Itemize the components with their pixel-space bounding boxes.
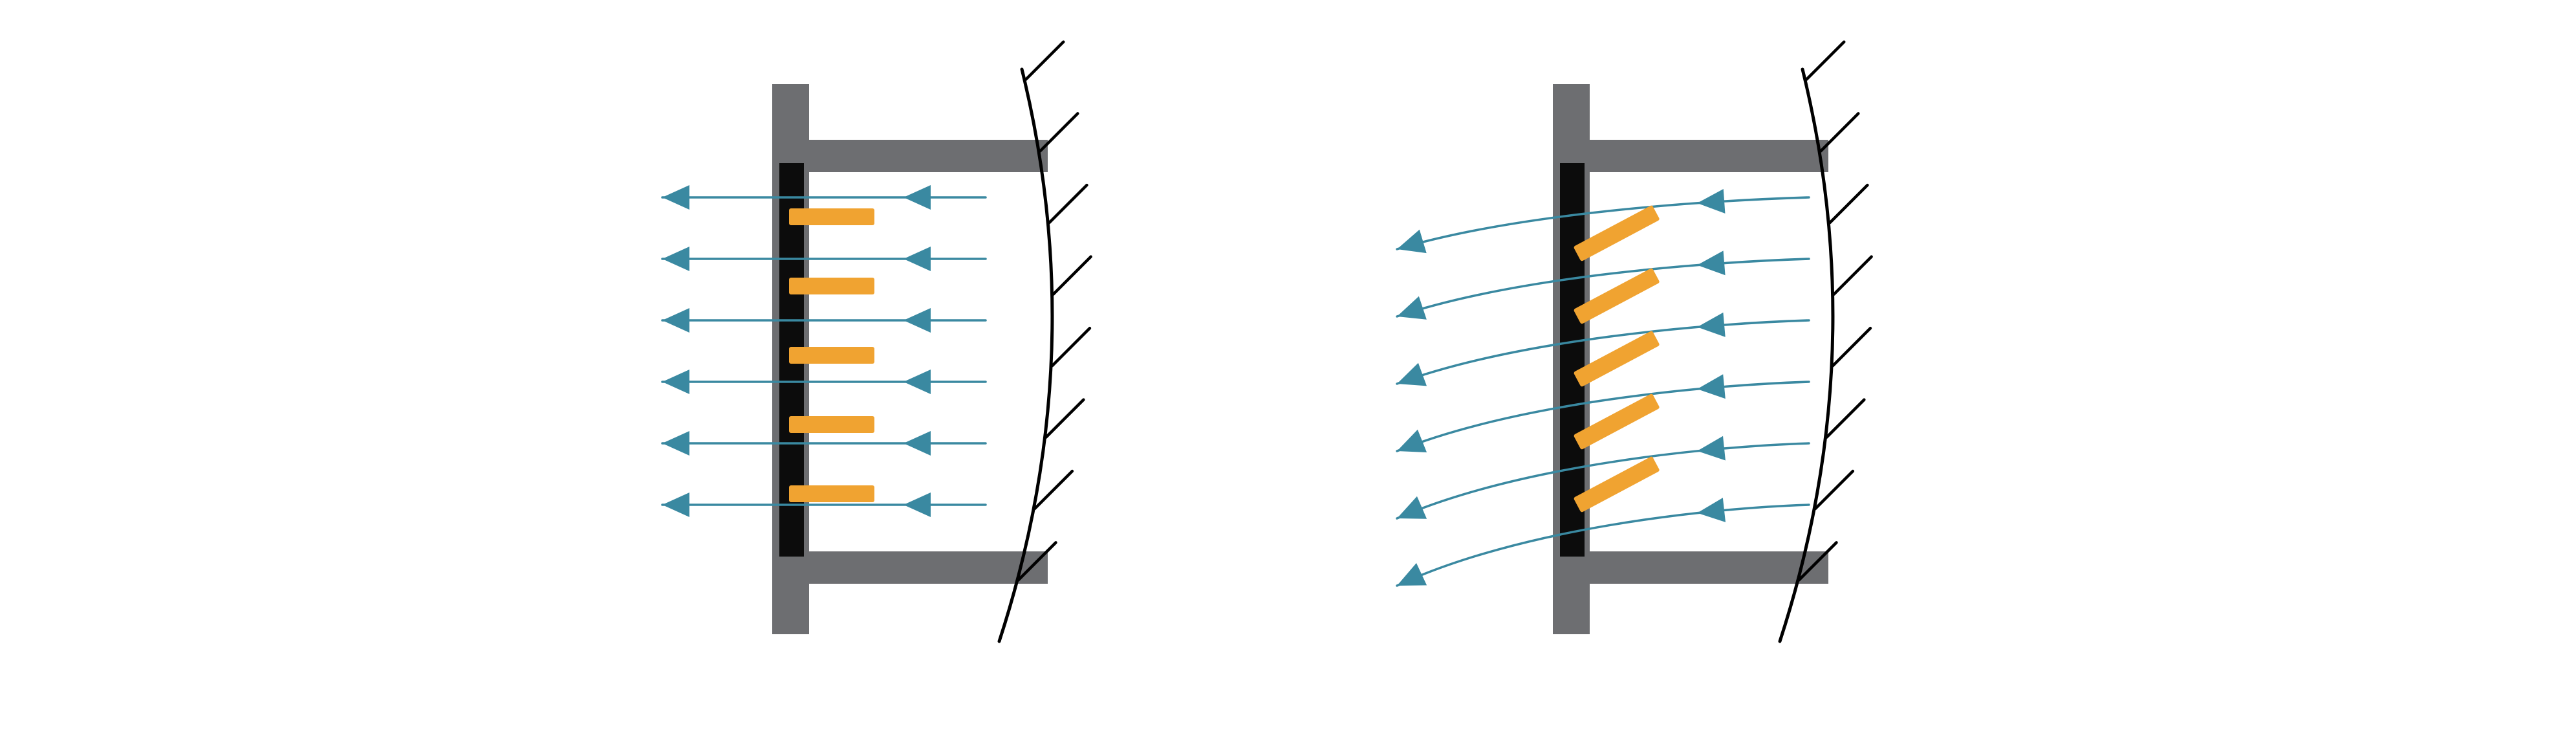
flow-arrowhead (1697, 436, 1726, 461)
flow-line (1396, 503, 1810, 587)
vane (789, 208, 874, 225)
wall-hatch (1048, 183, 1088, 225)
frame-bottom-flange (772, 551, 1048, 584)
flow-arrowhead (1397, 296, 1427, 320)
flow-line (1396, 258, 1810, 318)
flow-arrowhead (1397, 562, 1427, 586)
flow-arrowhead (662, 308, 689, 333)
wall-hatch (1017, 541, 1057, 582)
flow-line (1396, 381, 1810, 452)
flow-arrowhead (904, 370, 931, 394)
vane (1574, 456, 1660, 513)
vane (1574, 393, 1660, 450)
wall-hatch (1832, 255, 1873, 296)
wall-hatch (1819, 112, 1860, 153)
flow-arrowhead (1397, 229, 1427, 254)
wall-hatch (1033, 469, 1074, 511)
flow-arrowhead (1697, 312, 1726, 337)
flow-arrowhead (662, 431, 689, 456)
vane (1574, 205, 1660, 261)
wall-hatch (1805, 40, 1846, 81)
frame-top-flange (1553, 140, 1828, 172)
vane (1574, 268, 1660, 324)
tilted-vane-panel (1396, 40, 1873, 643)
flow-arrowhead (904, 247, 931, 271)
wall-hatch (1039, 112, 1079, 153)
wall-hatch (1044, 398, 1085, 439)
flow-arrowhead (662, 492, 689, 517)
straight-vane-panel (661, 40, 1092, 643)
vane (789, 278, 874, 294)
flow-line (1396, 319, 1810, 385)
wall-hatch (1050, 326, 1092, 368)
wall-hatch (1831, 326, 1872, 368)
flow-arrowhead (662, 370, 689, 394)
vane-mount-bar (1560, 163, 1585, 557)
vane (789, 485, 874, 502)
wall-hatch (1828, 183, 1869, 225)
wall-hatch (1052, 255, 1092, 296)
flow-arrowhead (904, 431, 931, 456)
frame-bottom-flange (1553, 551, 1828, 584)
flow-arrowhead (662, 247, 689, 271)
vane (1574, 331, 1660, 387)
vane (789, 416, 874, 433)
wall-boundary (997, 67, 1054, 643)
frame-top-flange (772, 140, 1048, 172)
wall-hatch (1813, 469, 1855, 511)
wall-hatch (1797, 541, 1838, 582)
flow-arrowhead (1397, 429, 1427, 453)
vane (789, 347, 874, 364)
flow-arrowhead (1397, 362, 1427, 386)
flow-arrowhead (662, 185, 689, 210)
wall-hatch (1024, 40, 1065, 81)
flow-arrowhead (904, 185, 931, 210)
flow-arrowhead (904, 308, 931, 333)
flow-arrowhead (1697, 188, 1726, 214)
wall-hatch (1825, 398, 1866, 439)
wall-boundary (1778, 67, 1835, 643)
flow-line (1396, 442, 1810, 520)
flow-arrowhead (1697, 250, 1726, 276)
flow-arrowhead (1697, 374, 1726, 399)
flow-arrowhead (904, 492, 931, 517)
flow-arrowhead (1697, 498, 1726, 522)
flow-arrowhead (1397, 496, 1427, 519)
flow-line (1396, 196, 1810, 250)
